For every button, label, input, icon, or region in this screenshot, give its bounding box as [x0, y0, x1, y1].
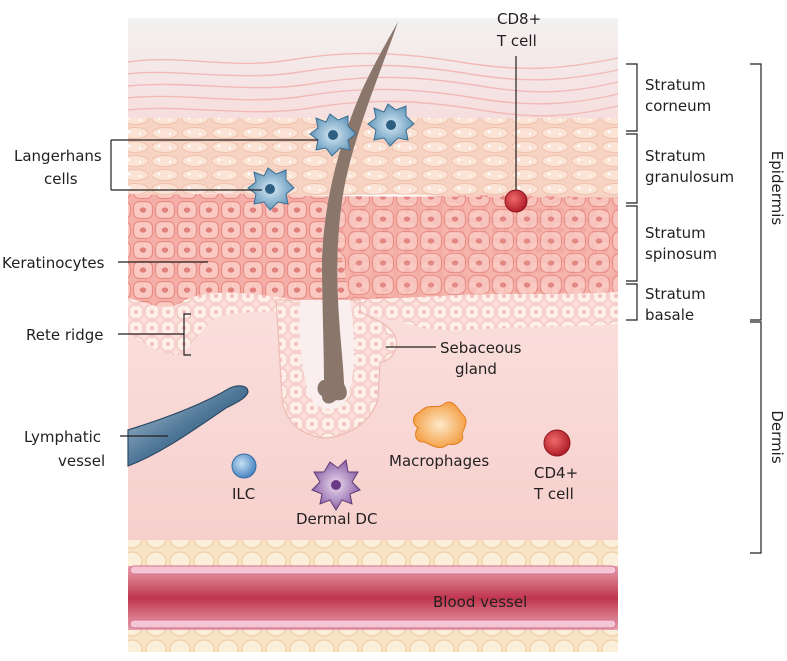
- label-lymphatic-line1: Lymphatic: [24, 428, 101, 446]
- label-granulosum-line2: granulosum: [645, 168, 734, 186]
- rete-ridge-bracket: [183, 313, 191, 356]
- diagram-labels: Langerhans cells Keratinocytes Rete ridg…: [2, 10, 786, 611]
- label-granulosum-line1: Stratum: [645, 147, 706, 165]
- label-dermal-dc: Dermal DC: [296, 510, 377, 528]
- langerhans-cell-2: [367, 103, 415, 147]
- label-basale-line1: Stratum: [645, 285, 706, 303]
- label-dermis: Dermis: [768, 410, 786, 463]
- langerhans-cell-3: [247, 167, 295, 211]
- bracket-dermis: [750, 321, 762, 554]
- bracket-granulosum: [626, 133, 638, 204]
- label-langerhans-line1: Langerhans: [14, 147, 102, 165]
- ilc-cell: [231, 453, 257, 479]
- spinosum-texture: [330, 196, 618, 300]
- label-spinosum-line2: spinosum: [645, 245, 717, 263]
- label-cd8-line1: CD8+: [497, 10, 541, 28]
- label-rete-ridge: Rete ridge: [26, 326, 103, 344]
- label-cd4-line1: CD4+: [534, 464, 578, 482]
- label-basale-line2: basale: [645, 306, 694, 324]
- dermal-dc-cell: [311, 458, 361, 511]
- label-sebaceous-line1: Sebaceous: [440, 339, 522, 357]
- label-corneum-line2: corneum: [645, 97, 711, 115]
- label-epidermis: Epidermis: [768, 151, 786, 226]
- label-cd4-line2: T cell: [533, 485, 574, 503]
- label-corneum-line1: Stratum: [645, 76, 706, 94]
- macrophage-cell: [413, 401, 467, 448]
- stratum-basale-left: [128, 292, 300, 356]
- adipose-band-top: [128, 540, 618, 566]
- label-sebaceous-line2: gland: [455, 360, 497, 378]
- bracket-epidermis: [750, 63, 762, 321]
- vessel-wall-cells: [129, 565, 617, 629]
- cd8-t-cell: [504, 189, 528, 213]
- label-ilc: ILC: [232, 485, 255, 503]
- blood-vessel-shape: [128, 566, 618, 630]
- corneum-wavy-layers: [127, 52, 619, 117]
- label-keratinocytes: Keratinocytes: [2, 254, 105, 272]
- label-cd8-line2: T cell: [496, 32, 537, 50]
- label-langerhans-line2: cells: [44, 170, 78, 188]
- lymphatic-vessel-shape: [127, 385, 249, 467]
- label-spinosum-line1: Stratum: [645, 224, 706, 242]
- langerhans-cell-1: [309, 113, 357, 157]
- bracket-corneum: [626, 63, 638, 132]
- label-lymphatic-line2: vessel: [58, 452, 105, 470]
- hair-shaft: [317, 22, 398, 404]
- stratum-granulosum-area: [128, 118, 618, 200]
- stratum-basale-right: [350, 292, 618, 331]
- label-macrophages: Macrophages: [389, 452, 489, 470]
- adipose-band-bottom: [128, 630, 618, 652]
- cd4-t-cell: [543, 429, 571, 457]
- label-blood-vessel: Blood vessel: [433, 593, 527, 611]
- leader-lines: [110, 56, 762, 554]
- bracket-spinosum: [626, 205, 638, 282]
- bracket-basale: [626, 283, 638, 321]
